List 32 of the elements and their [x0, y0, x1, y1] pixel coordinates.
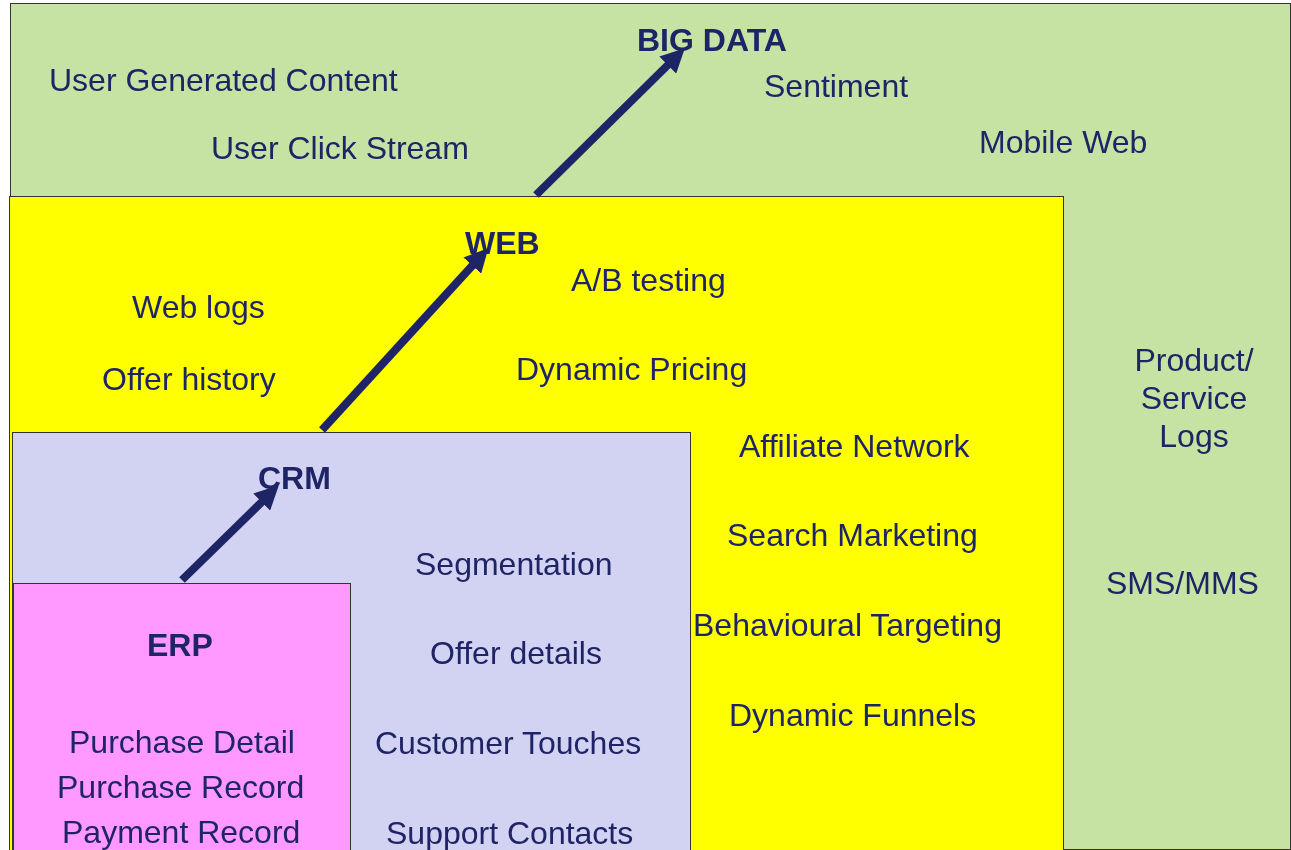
big-data-box — [10, 3, 1291, 850]
box-heading: ERP — [147, 626, 213, 664]
item-label: User Generated Content — [49, 61, 398, 99]
crm-box — [12, 432, 691, 850]
arrow — [179, 485, 279, 583]
item-label: A/B testing — [571, 261, 726, 299]
erp-box — [13, 583, 351, 850]
item-label: Purchase Record — [57, 768, 305, 806]
item-label: Affiliate Network — [739, 427, 970, 465]
arrow — [533, 48, 685, 198]
item-label: Dynamic Pricing — [516, 350, 748, 388]
web-box — [9, 196, 1064, 850]
item-label: Customer Touches — [375, 724, 642, 762]
item-label: SMS/MMS — [1106, 564, 1259, 602]
item-label: Web logs — [132, 288, 265, 326]
item-label: Product/ Service Logs — [1133, 341, 1255, 455]
box-heading: WEB — [465, 224, 540, 262]
item-label: Offer details — [430, 634, 602, 672]
item-label: Segmentation — [415, 545, 613, 583]
item-label: Offer history — [102, 360, 276, 398]
item-label: Purchase Detail — [69, 723, 295, 761]
item-label: Sentiment — [764, 67, 909, 105]
box-heading: CRM — [258, 459, 331, 497]
item-label: Payment Record — [62, 813, 301, 850]
item-label: Mobile Web — [979, 123, 1148, 161]
item-label: Behavioural Targeting — [693, 606, 1002, 644]
item-label: Search Marketing — [727, 516, 978, 554]
item-label: Dynamic Funnels — [729, 696, 977, 734]
arrow — [319, 247, 489, 433]
box-heading: BIG DATA — [637, 21, 787, 59]
item-label: User Click Stream — [211, 129, 469, 167]
item-label: Support Contacts — [386, 814, 634, 850]
